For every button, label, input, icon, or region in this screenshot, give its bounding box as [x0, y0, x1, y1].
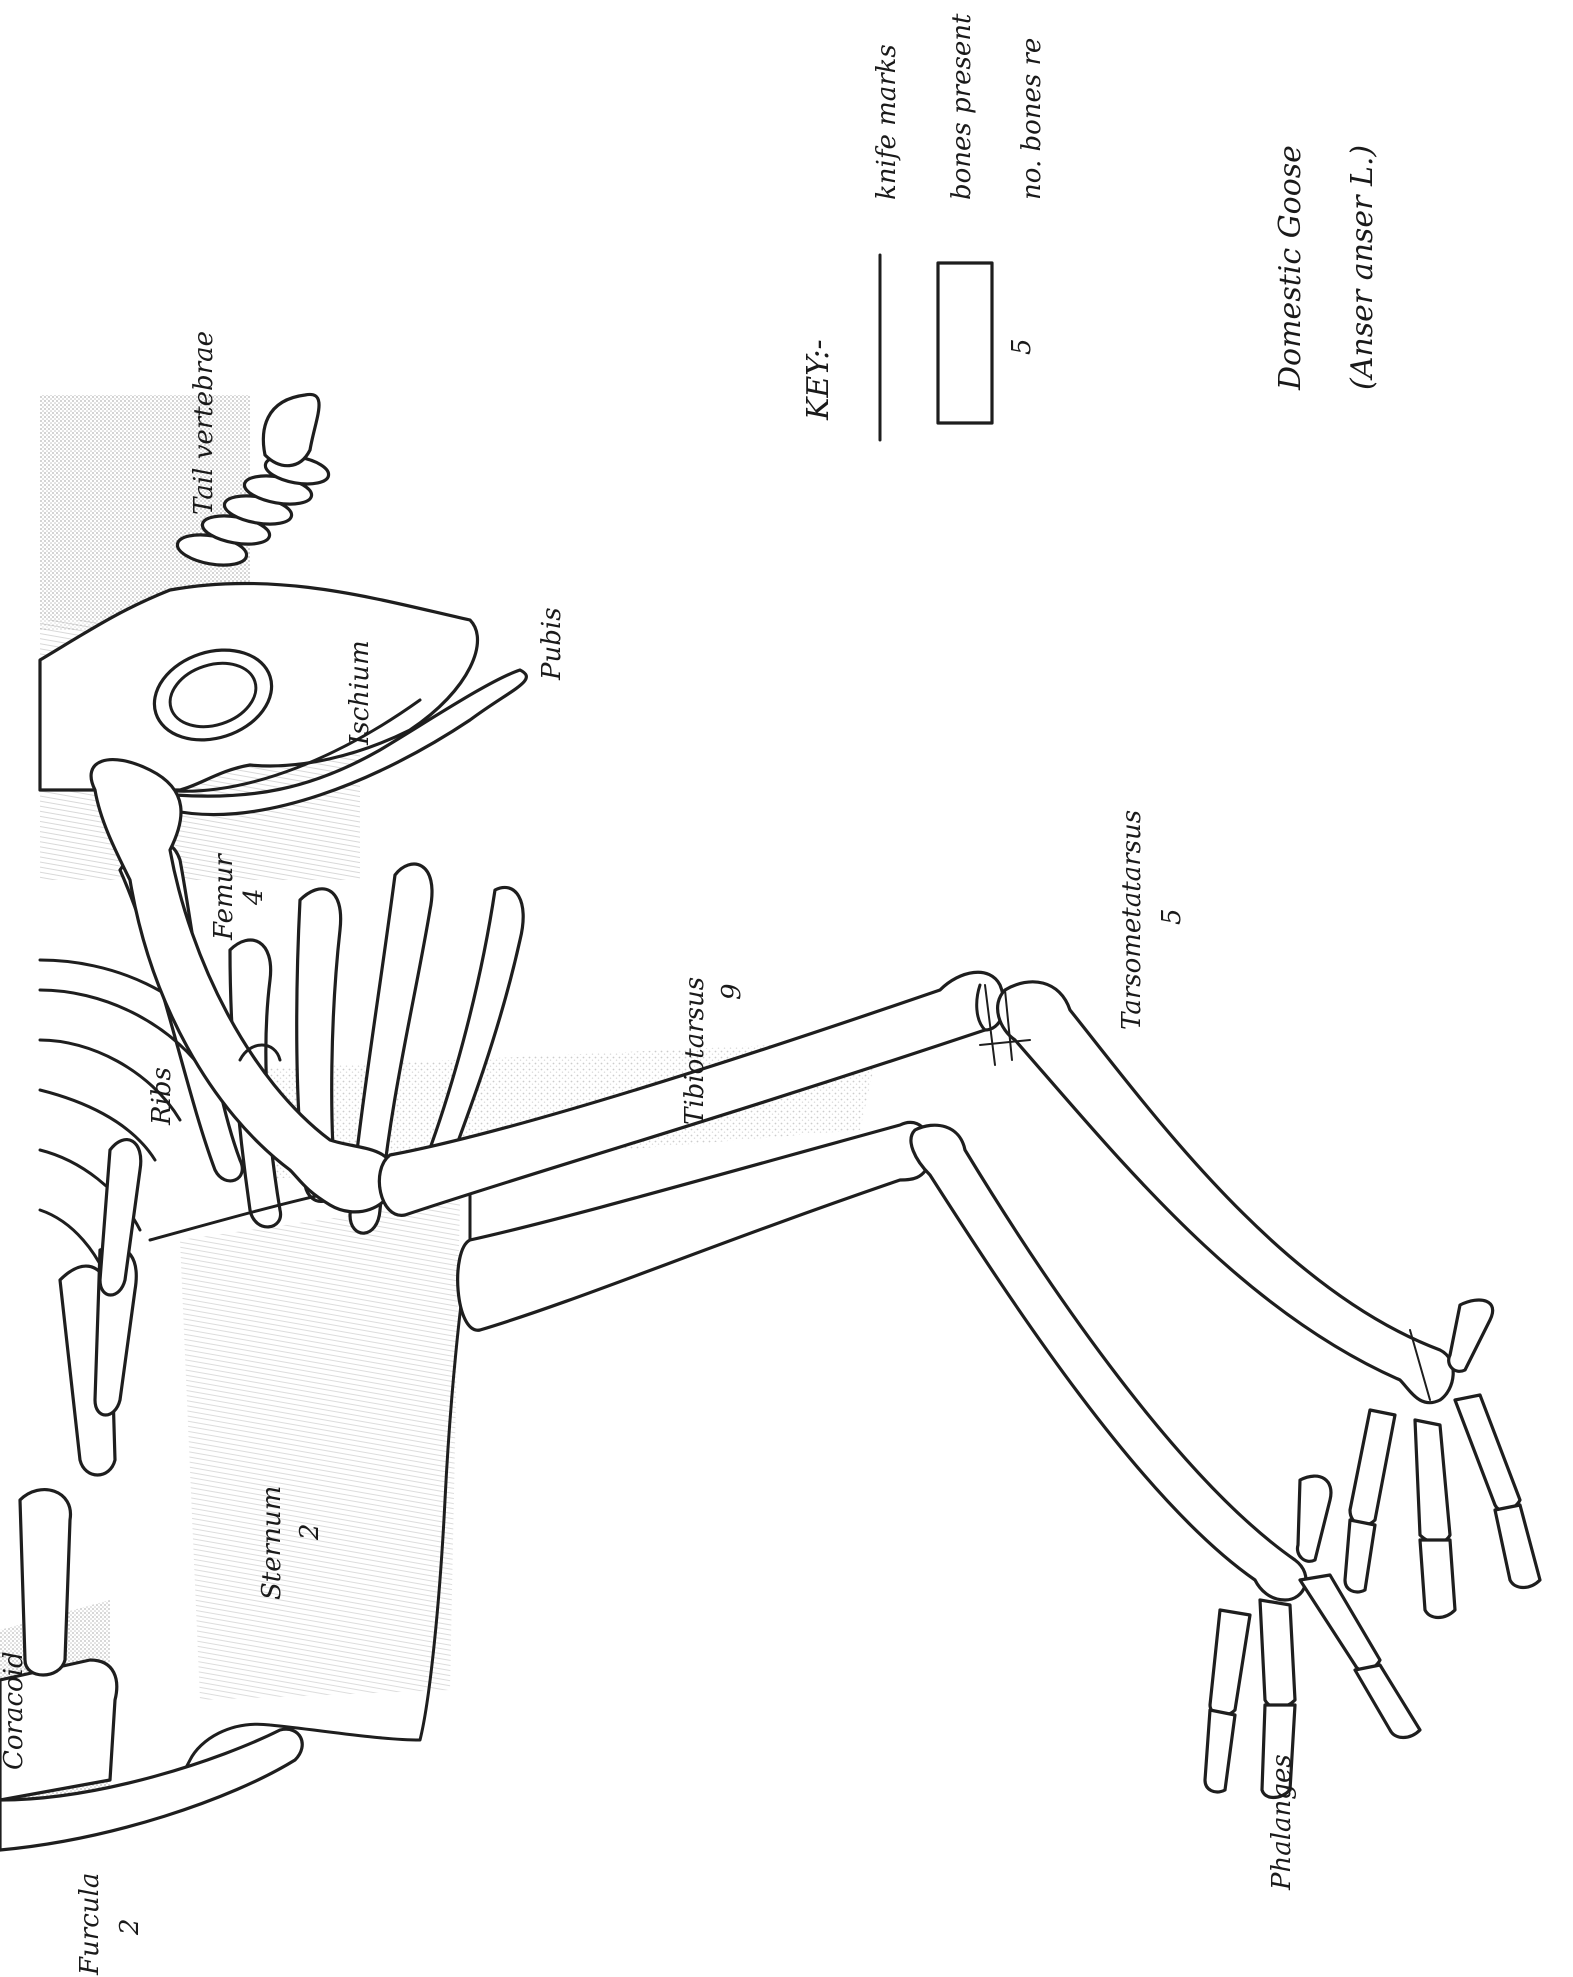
key-legend: 5 KEY:- knife marks bones present no. bo…: [801, 13, 1047, 440]
toe-a-2: [1420, 1540, 1455, 1618]
toe-b: [1455, 1395, 1520, 1510]
label-furcula-count: 2: [115, 1918, 145, 1936]
key-no-bones-label: no. bones re: [1017, 38, 1047, 200]
toe-e: [1260, 1600, 1295, 1708]
toe-d: [1449, 1300, 1493, 1371]
pygostyle: [263, 394, 319, 465]
label-tibiotarsus-count: 9: [717, 983, 747, 1000]
toe-b-2: [1495, 1505, 1540, 1588]
label-sternum: Sternum: [257, 1486, 287, 1600]
sternum-stipple: [180, 1200, 460, 1700]
key-title: KEY:-: [801, 339, 836, 421]
key-knife-label: knife marks: [872, 44, 902, 200]
label-furcula: Furcula: [75, 1873, 105, 1976]
species-scientific-name: (Anser anser L.): [1345, 145, 1380, 390]
toe-c: [1350, 1410, 1395, 1525]
coracoid-shaft: [20, 1490, 70, 1675]
toe-a: [1415, 1420, 1450, 1543]
label-tail-vertebrae: Tail vertebrae: [189, 331, 219, 515]
toe-c-2: [1345, 1520, 1375, 1592]
toe-g-2: [1205, 1710, 1235, 1792]
key-count-sample: 5: [1007, 338, 1037, 355]
label-ribs: Ribs: [147, 1067, 177, 1126]
label-phalanges: Phalanges: [1267, 1754, 1297, 1891]
label-ischium: Ischium: [345, 640, 375, 746]
label-coracoid: Coracoid: [0, 1651, 29, 1770]
label-femur-count: 4: [239, 888, 269, 906]
toe-f-2: [1355, 1665, 1420, 1738]
toe-f: [1300, 1575, 1380, 1670]
label-tibiotarsus: Tibiotarsus: [680, 977, 710, 1125]
key-bones-label: bones present: [947, 13, 977, 200]
toe-h: [1297, 1476, 1331, 1561]
toe-g: [1210, 1610, 1250, 1715]
species-label: Domestic Goose (Anser anser L.): [1273, 145, 1380, 391]
label-sternum-count: 2: [295, 1523, 325, 1541]
key-bones-sample: [938, 263, 992, 423]
label-tarsometatarsus-count: 5: [1157, 908, 1187, 925]
species-common-name: Domestic Goose: [1273, 145, 1308, 391]
label-femur: Femur: [209, 853, 239, 941]
label-pubis: Pubis: [537, 607, 567, 681]
label-tarsometatarsus: Tarsometatarsus: [1117, 810, 1147, 1030]
second-tarsometatarsus: [911, 1125, 1306, 1600]
